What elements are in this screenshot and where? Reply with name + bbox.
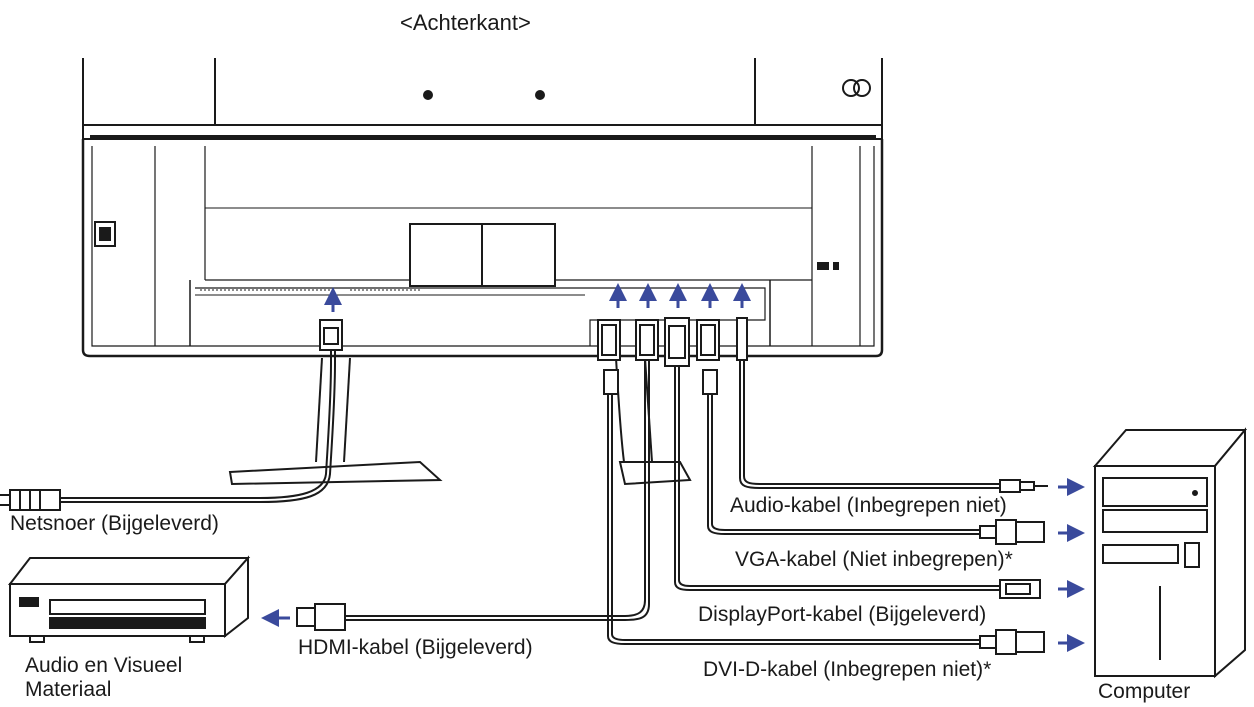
hdmi-plug-icon <box>296 603 346 631</box>
power-plug-icon <box>0 489 61 511</box>
hdmi-cable-label: HDMI-kabel (Bijgeleverd) <box>298 636 533 659</box>
arrow-icon <box>261 283 1085 652</box>
dvi-plug-icon <box>979 629 1045 655</box>
power-cord <box>0 319 343 511</box>
diagram-title: <Achterkant> <box>400 10 531 35</box>
audio-jack-icon <box>999 479 1048 493</box>
computer-label: Computer <box>1098 680 1191 703</box>
monitor-back <box>81 58 884 358</box>
av-equipment-label-line2: Materiaal <box>25 678 112 701</box>
vga-plug-icon <box>979 519 1045 545</box>
av-player-icon <box>7 555 251 643</box>
vga-cable-label: VGA-kabel (Niet inbegrepen)* <box>735 548 1013 571</box>
audio-cable-label: Audio-kabel (Inbegrepen niet) <box>730 494 1007 517</box>
displayport-cable-label: DisplayPort-kabel (Bijgeleverd) <box>698 603 987 626</box>
monitor-connectors <box>597 317 748 395</box>
computer-tower-icon <box>1092 427 1248 679</box>
dvi-cable-label: DVI-D-kabel (Inbegrepen niet)* <box>703 658 992 681</box>
displayport-plug-icon <box>999 579 1041 599</box>
monitor-stand <box>228 357 692 486</box>
power-cord-label: Netsnoer (Bijgeleverd) <box>10 512 219 535</box>
av-equipment-label-line1: Audio en Visueel <box>25 654 183 677</box>
cables <box>345 360 1000 645</box>
